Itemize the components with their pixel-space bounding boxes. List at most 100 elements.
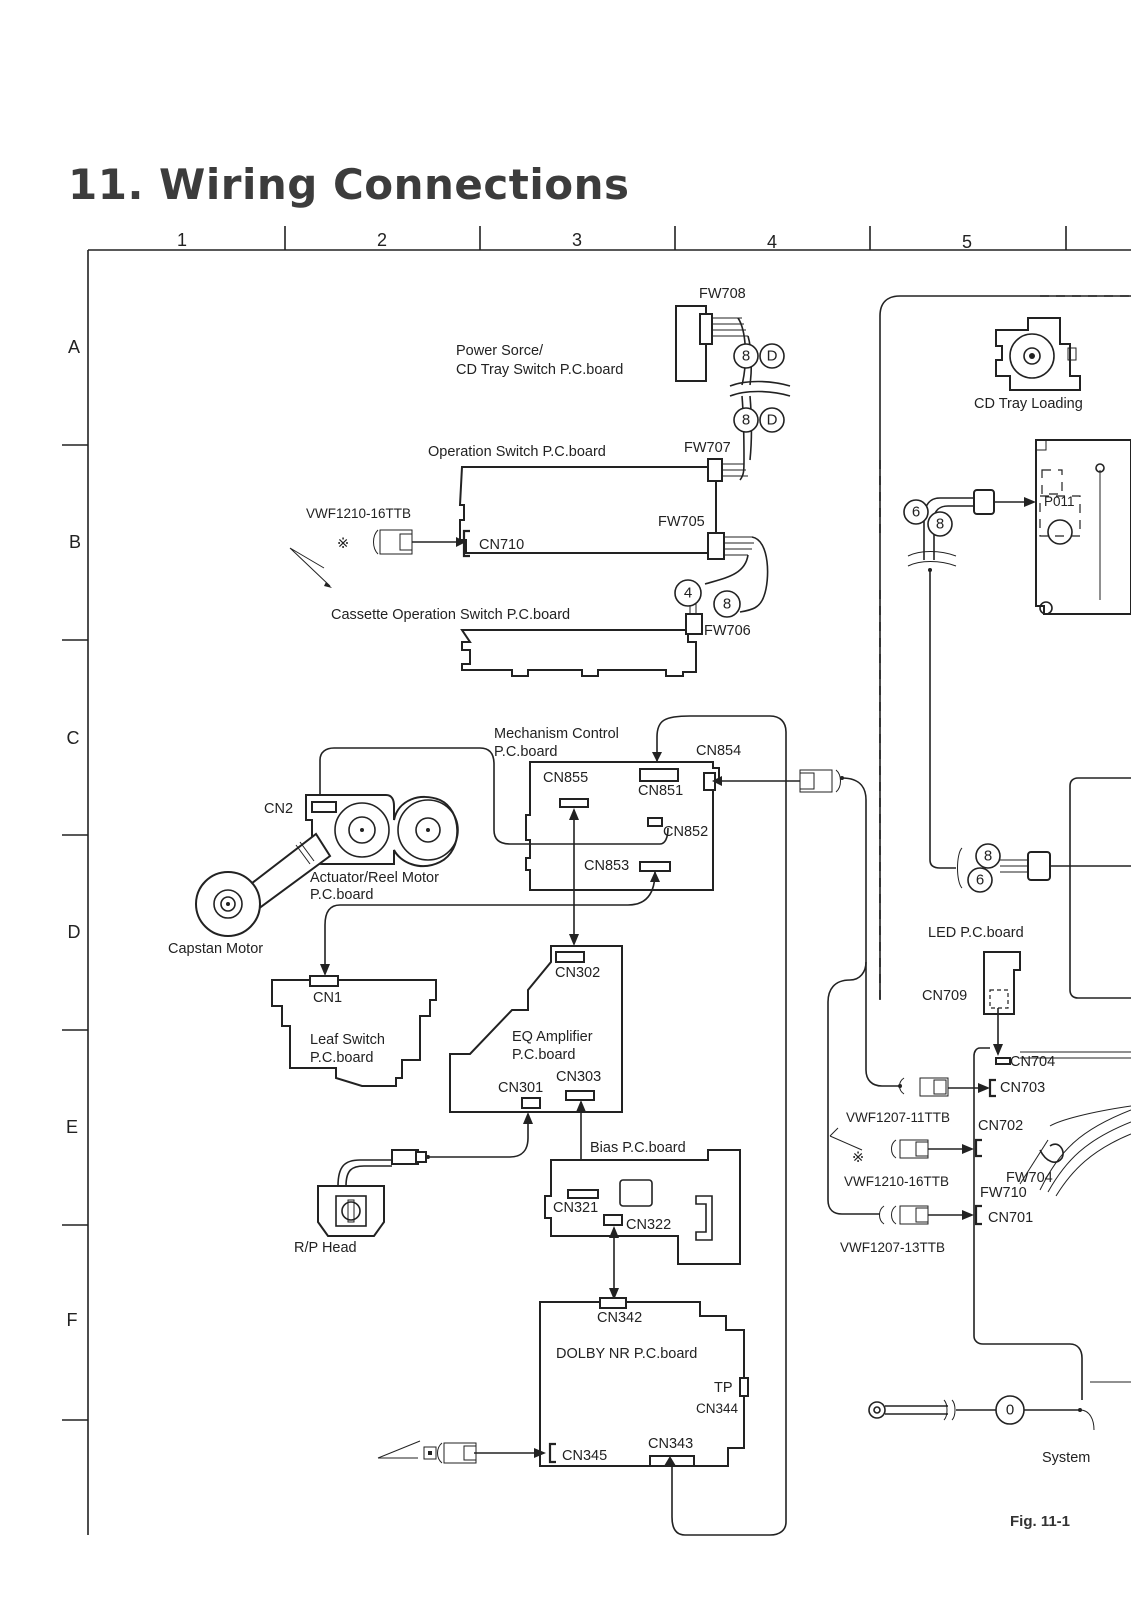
bias-board <box>544 1149 741 1265</box>
dolby-nr-board <box>377 1297 749 1467</box>
cn853-label: CN853 <box>584 858 629 874</box>
wire-marker <box>759 407 785 433</box>
fw706-label: FW706 <box>704 623 751 639</box>
eq-amplifier-board <box>449 945 623 1113</box>
col-label-1: 1 <box>177 230 187 250</box>
wire-marker <box>903 499 929 525</box>
led-label: LED P.C.board <box>928 925 1024 941</box>
wire-marker-label: D <box>767 412 778 429</box>
actuator-reel-label-2: P.C.board <box>310 887 373 903</box>
wire-marker-label: 8 <box>984 848 992 865</box>
row-label-c: C <box>67 728 80 748</box>
cn342-label: CN342 <box>597 1310 642 1326</box>
cn2-label: CN2 <box>264 801 293 817</box>
operation-switch-label: Operation Switch P.C.board <box>428 444 606 460</box>
vwf1210-16ttb-top-label: VWF1210-16TTB <box>306 506 411 521</box>
cn343-label: CN343 <box>648 1436 693 1452</box>
capstan-motor-label: Capstan Motor <box>168 941 263 957</box>
page-title: 11. Wiring Connections <box>68 160 630 209</box>
cn852-label: CN852 <box>663 824 708 840</box>
vwf1207-11ttb-label: VWF1207-11TTB <box>846 1110 950 1125</box>
dolby-nr-label: DOLBY NR P.C.board <box>556 1346 697 1362</box>
wire-marker-label: 8 <box>936 516 944 533</box>
wire-marker <box>733 343 759 369</box>
fw710-label: FW710 <box>980 1185 1027 1201</box>
actuator-reel-label-1: Actuator/Reel Motor <box>310 870 439 886</box>
wire-marker <box>759 343 785 369</box>
wire-marker <box>733 407 759 433</box>
col-label-4: 4 <box>767 232 777 252</box>
ground-symbol: ※ <box>852 1150 864 1166</box>
cn710-connector <box>289 529 470 588</box>
operation-switch-board <box>458 458 769 613</box>
eq-amplifier-label-2: P.C.board <box>512 1047 575 1063</box>
wire-marker-label: 4 <box>684 585 692 602</box>
mechanism-control-label-2: P.C.board <box>494 744 557 760</box>
cn321-label: CN321 <box>553 1200 598 1216</box>
wire-marker-label: 8 <box>742 348 750 365</box>
row-label-f: F <box>67 1310 78 1330</box>
cn854-label: CN854 <box>696 743 741 759</box>
vwf1210-16ttb-bottom-label: VWF1210-16TTB <box>844 1174 949 1189</box>
wire-marker <box>674 579 702 607</box>
leaf-switch-board <box>271 975 437 1087</box>
cn710-label: CN710 <box>479 537 524 553</box>
wire-marker <box>713 590 741 618</box>
leaf-switch-label-2: P.C.board <box>310 1050 373 1066</box>
cn345-label: CN345 <box>562 1448 607 1464</box>
cn322-label: CN322 <box>626 1217 671 1233</box>
power-source-label-2: CD Tray Switch P.C.board <box>456 362 623 378</box>
wire-marker <box>975 843 1001 869</box>
wire-marker <box>967 867 993 893</box>
vwf1207-13ttb-label: VWF1207-13TTB <box>840 1240 945 1255</box>
row-label-b: B <box>69 532 81 552</box>
fw707-label: FW707 <box>684 440 731 456</box>
cn704-label: CN704 <box>1010 1054 1055 1070</box>
mechanism-control-label-1: Mechanism Control <box>494 726 619 742</box>
cn851-label: CN851 <box>638 783 683 799</box>
leaf-switch-label-1: Leaf Switch <box>310 1032 385 1048</box>
cn303-label: CN303 <box>556 1069 601 1085</box>
cassette-operation-label: Cassette Operation Switch P.C.board <box>331 607 570 623</box>
figure-label: Fig. 11-1 <box>1010 1513 1070 1530</box>
cn703-label: CN703 <box>1000 1080 1045 1096</box>
row-label-a: A <box>68 337 80 357</box>
cn302-label: CN302 <box>555 965 600 981</box>
wire-marker <box>927 511 953 537</box>
cn701-label: CN701 <box>988 1210 1033 1226</box>
ground-symbol: ※ <box>337 536 349 552</box>
col-label-3: 3 <box>572 230 582 250</box>
grid-frame <box>62 226 1131 1535</box>
wire-marker-label: 6 <box>976 872 984 889</box>
cassette-operation-board <box>460 598 703 677</box>
wire-marker-label: 0 <box>1006 1402 1014 1419</box>
bias-label: Bias P.C.board <box>590 1140 686 1156</box>
fw708-label: FW708 <box>699 286 746 302</box>
row-label-d: D <box>68 922 81 942</box>
wire-marker-label: 8 <box>742 412 750 429</box>
cn1-label: CN1 <box>313 990 342 1006</box>
fw704-label: FW704 <box>1006 1170 1053 1186</box>
row-label-e: E <box>66 1117 78 1137</box>
fw705-label: FW705 <box>658 514 705 530</box>
cn702-label: CN702 <box>978 1118 1023 1134</box>
wire-marker-label: 6 <box>912 504 920 521</box>
power-source-board <box>675 305 791 461</box>
tp-label: TP <box>714 1380 733 1396</box>
power-source-label-1: Power Sorce/ <box>456 343 544 359</box>
wire-marker-label: 8 <box>723 596 731 613</box>
cn301-label: CN301 <box>498 1080 543 1096</box>
cd-tray-loading-label: CD Tray Loading <box>974 396 1083 412</box>
cn344-label: CN344 <box>696 1401 739 1416</box>
cn709-label: CN709 <box>922 988 967 1004</box>
col-label-5: 5 <box>962 232 972 252</box>
p011-label: P011 <box>1044 494 1075 509</box>
wire-marker-label: D <box>767 348 778 365</box>
rp-head <box>317 1112 533 1237</box>
eq-amplifier-label-1: EQ Amplifier <box>512 1029 593 1045</box>
cn855-label: CN855 <box>543 770 588 786</box>
actuator-reel-board <box>195 794 459 937</box>
right-section <box>827 295 1131 1431</box>
col-label-2: 2 <box>377 230 387 250</box>
